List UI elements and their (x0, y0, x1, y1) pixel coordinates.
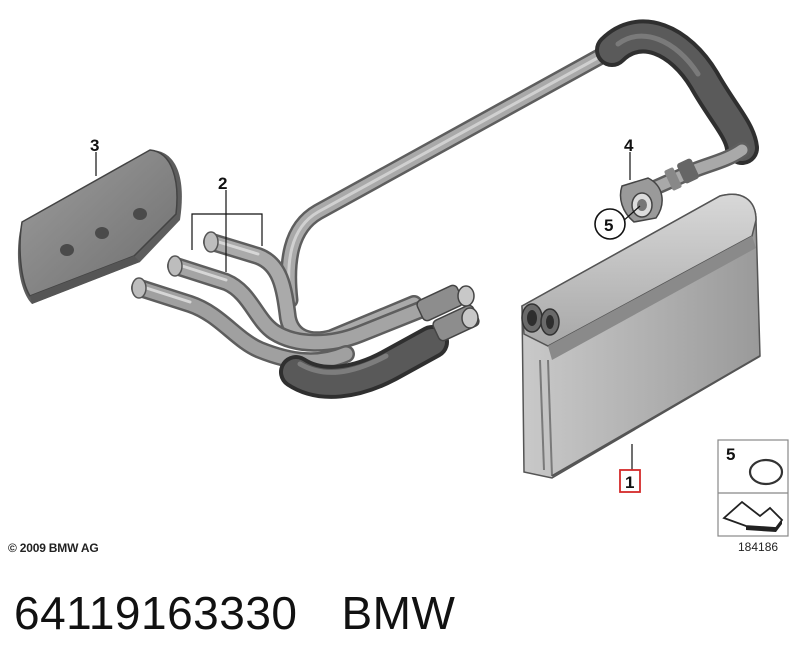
part-number-line: 64119163330 BMW (14, 586, 455, 640)
callout-5-circle (594, 208, 626, 240)
callout-5: 5 (604, 216, 613, 235)
callout-3: 3 (90, 136, 99, 155)
lower-hose (279, 325, 449, 399)
tool-bracket-icon (722, 500, 784, 529)
callout-4: 4 (624, 136, 634, 155)
legend-callout-5: 5 (726, 445, 735, 464)
copyright-notice: © 2009 BMW AG (8, 541, 99, 555)
callout-1: 1 (625, 473, 634, 492)
clamp-part (619, 177, 663, 223)
legend-box (717, 439, 789, 537)
plate-part (17, 149, 182, 304)
pipe-ends (131, 231, 219, 299)
core-inlet-pipe (642, 142, 750, 198)
supply-pipe (280, 41, 621, 309)
callout-2: 2 (218, 174, 227, 193)
brand-name: BMW (341, 587, 456, 639)
part-number: 64119163330 (14, 587, 298, 639)
diagram-number: 184186 (738, 540, 779, 554)
heater-core (521, 193, 761, 479)
upper-hose (595, 19, 759, 165)
callout-1-highlight-box (619, 469, 641, 493)
pipe-bundle (131, 233, 439, 371)
seal-ring-icon (748, 458, 784, 486)
pipe-connectors (416, 284, 480, 342)
